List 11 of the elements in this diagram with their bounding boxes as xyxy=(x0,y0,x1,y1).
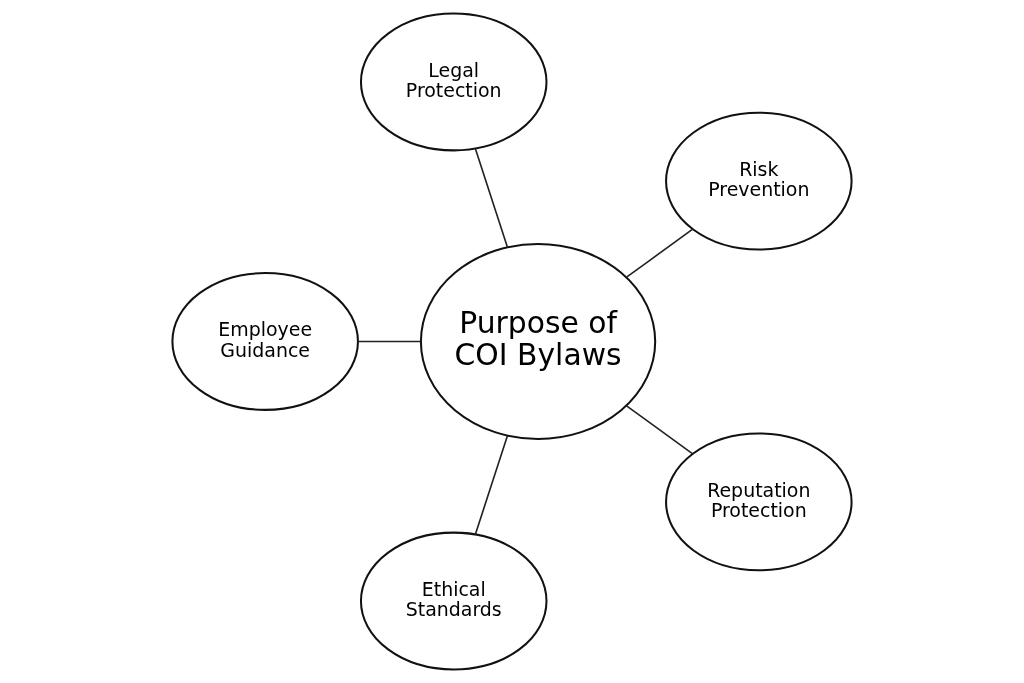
connector xyxy=(474,435,509,536)
connector xyxy=(625,405,694,455)
node-ellipse: Risk Prevention xyxy=(665,111,853,251)
node-ellipse: Employee Guidance xyxy=(171,272,359,411)
node-ellipse: Purpose of COI Bylaws xyxy=(419,242,657,440)
connector xyxy=(357,340,422,343)
node-ellipse: Legal Protection xyxy=(359,12,548,152)
connector xyxy=(474,147,509,248)
node-ellipse: Reputation Protection xyxy=(665,432,853,572)
connector xyxy=(625,228,694,278)
node-ellipse: Ethical Standards xyxy=(359,531,548,671)
